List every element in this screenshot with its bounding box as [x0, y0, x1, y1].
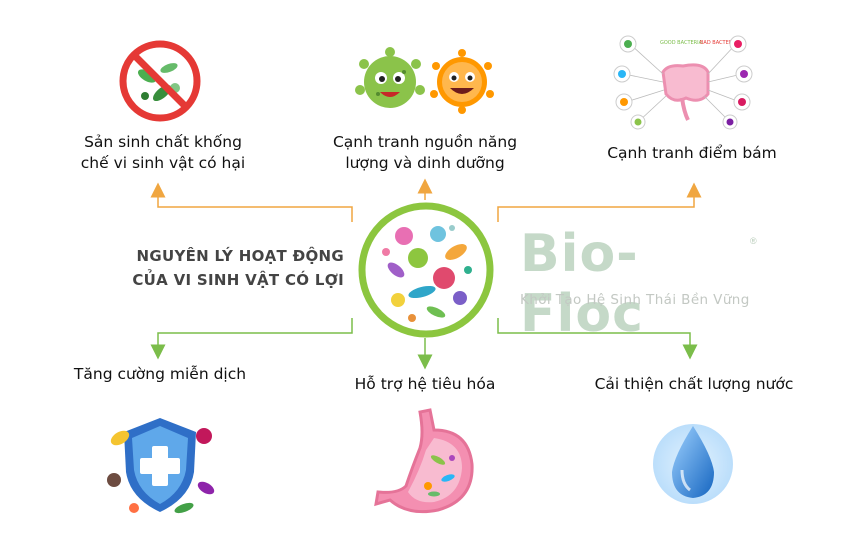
water-drop-icon [653, 424, 733, 504]
immune-shield-icon [107, 418, 215, 514]
node-label-bottom-right: Cải thiện chất lượng nước [594, 375, 794, 393]
stomach-icon [374, 408, 474, 514]
bad-bacteria-label: BAD BACTERIA [700, 40, 738, 46]
node-label-bottom-center: Hỗ trợ hệ tiêu hóa [354, 375, 496, 393]
node-label-top-center: Cạnh tranh nguồn năng lượng và dinh dưỡn… [332, 133, 518, 172]
good-bacteria-label: GOOD BACTERIA [660, 40, 703, 46]
brand-tagline: Khởi Tạo Hệ Sinh Thái Bền Vững [520, 292, 750, 308]
connector-top-right [497, 182, 702, 222]
title-line-1: NGUYÊN LÝ HOẠT ĐỘNG [136, 247, 344, 265]
green-germ-icon [355, 47, 425, 108]
microbes-circle-icon [358, 202, 494, 338]
node-label-top-left: Sản sinh chất khống chế vi sinh vật có h… [80, 133, 246, 172]
registered-mark: ® [750, 236, 757, 246]
prohibited-bacteria-icon [119, 40, 201, 122]
node-label-top-right: Cạnh tranh điểm bám [607, 144, 777, 162]
diagram-title: NGUYÊN LÝ HOẠT ĐỘNG CỦA VI SINH VẬT CÓ L… [118, 244, 344, 292]
connector-bottom-left [150, 318, 353, 360]
connector-bottom-right [497, 318, 698, 360]
germs-characters-icon [355, 47, 494, 114]
gut-bacteria-icon: GOOD BACTERIA BAD BACTERIA [613, 35, 753, 130]
title-line-2: CỦA VI SINH VẬT CÓ LỢI [132, 271, 344, 289]
brand-logo: Bio-Floc [520, 224, 644, 344]
connector-top-left [150, 182, 353, 222]
orange-germ-icon [430, 49, 494, 114]
node-label-bottom-left: Tăng cường miễn dịch [73, 365, 247, 383]
